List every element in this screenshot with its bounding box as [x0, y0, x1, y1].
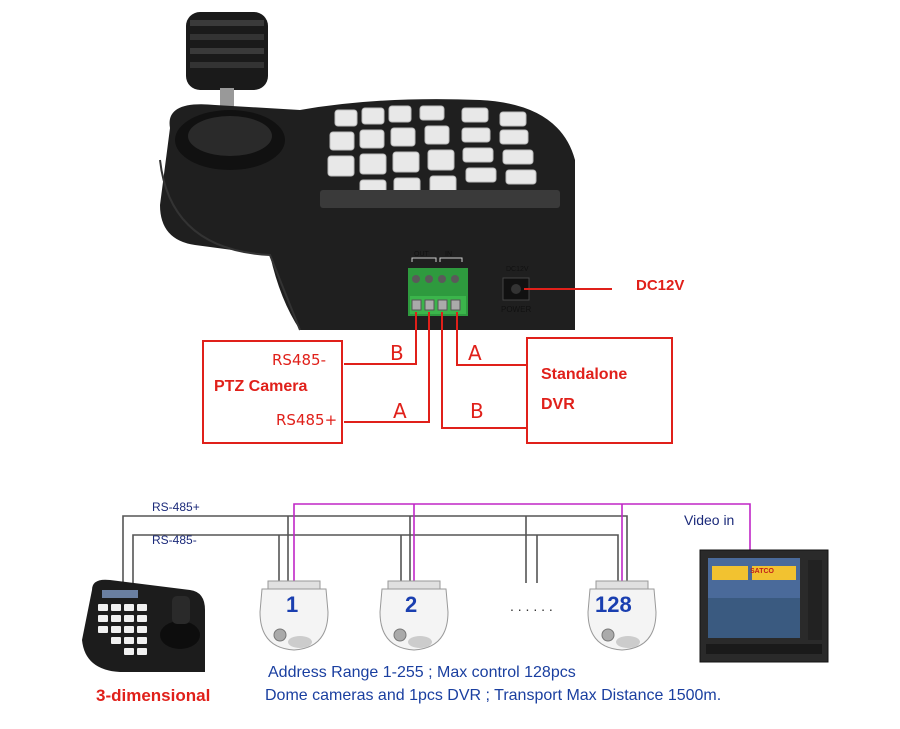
video-in-label: Video in: [684, 512, 735, 528]
dvr-title-line2: DVR: [541, 396, 575, 413]
dome-camera-icon: [587, 580, 657, 651]
video-line: [293, 503, 751, 583]
keyboard-small-icon: [82, 579, 205, 672]
ptz-keyboard-controller: [159, 12, 575, 331]
rs485-bus: [122, 515, 628, 583]
keyboard-label: 3-dimensional: [96, 686, 211, 705]
note-line-2: Dome cameras and 1pcs DVR ; Transport Ma…: [265, 687, 722, 704]
terminal-in-label: IN: [445, 251, 452, 258]
dome-camera-icon: [379, 580, 449, 651]
ptz-rs485-minus-label: RS485-: [272, 351, 326, 369]
wire-letter-dvr-lower: B: [470, 399, 484, 423]
bus-plus-label: RS-485+: [152, 500, 200, 514]
monitor-icon: [699, 549, 829, 663]
dome-camera-icon: [259, 580, 329, 651]
camera-number-2: 2: [405, 592, 418, 617]
dvr-title-line1: Standalone: [541, 366, 628, 383]
note-line-1: Address Range 1-255 ; Max control 128pcs: [268, 664, 576, 681]
wire-letter-ptz-lower: A: [393, 399, 407, 423]
camera-number-1: 1: [286, 592, 299, 617]
bus-minus-label: RS-485-: [152, 533, 197, 547]
dc12v-callout: DC12V: [636, 277, 685, 294]
camera-ellipsis: . . . . . .: [510, 598, 553, 614]
power-label: POWER: [501, 305, 532, 314]
camera-number-128: 128: [595, 592, 632, 617]
monitor-brand: SATCO: [750, 568, 774, 575]
ptz-camera-title: PTZ Camera: [214, 378, 308, 395]
wire-letter-dvr-upper: A: [468, 341, 482, 365]
wire-letter-ptz-upper: B: [390, 341, 404, 365]
dvr-box: [526, 337, 673, 444]
dc-jack-label: DC12V: [506, 266, 529, 273]
rs485-wiring-top: [344, 312, 527, 429]
ptz-camera-box: [202, 340, 343, 444]
terminal-out-label: OUT: [414, 251, 429, 258]
ptz-rs485-plus-label: RS485+: [276, 411, 338, 429]
